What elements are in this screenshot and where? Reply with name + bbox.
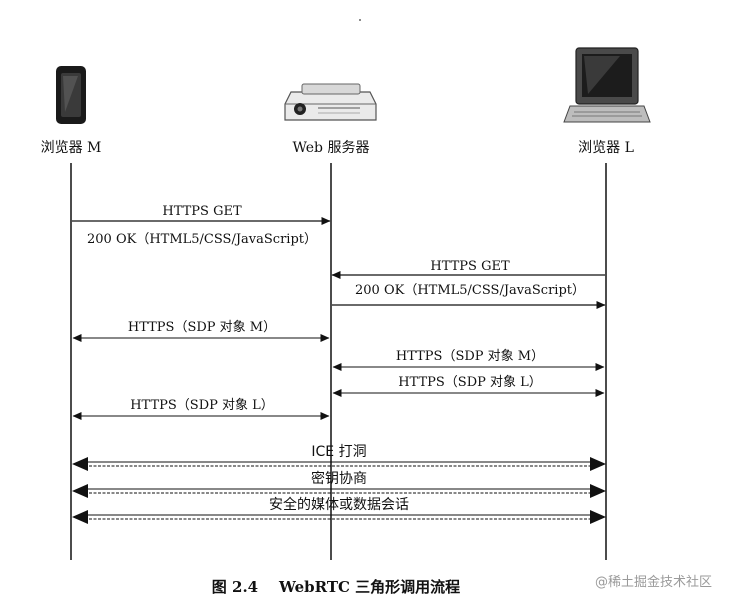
participant-label-web-server: Web 服务器: [293, 140, 370, 156]
server-icon: [284, 83, 377, 121]
double-arrow-ice: [72, 457, 606, 471]
figure-caption: 图 2.4 WebRTC 三角形调用流程: [212, 578, 460, 596]
message-label: HTTPS（SDP 对象 L）: [130, 398, 274, 413]
message-label: 200 OK（HTML5/CSS/JavaScript）: [87, 232, 317, 247]
watermark: @稀土掘金技术社区: [595, 574, 712, 590]
double-arrow-key-exchange: [72, 484, 606, 498]
message-label: HTTPS GET: [162, 204, 242, 219]
message-label: ICE 打洞: [311, 443, 366, 460]
participant-label-browser-m: 浏览器 M: [41, 140, 102, 156]
message-label: HTTPS GET: [430, 259, 510, 274]
laptop-icon: [563, 47, 651, 123]
message-label: 安全的媒体或数据会话: [269, 496, 409, 513]
message-label: HTTPS（SDP 对象 L）: [398, 375, 542, 390]
message-label: HTTPS（SDP 对象 M）: [396, 349, 544, 364]
phone-icon: [56, 66, 86, 124]
speck: [359, 19, 361, 21]
message-label: HTTPS（SDP 对象 M）: [128, 320, 276, 335]
double-arrow-secure-session: [72, 510, 606, 524]
participant-label-browser-l: 浏览器 L: [578, 140, 634, 156]
message-label: 200 OK（HTML5/CSS/JavaScript）: [355, 283, 585, 298]
message-label: 密钥协商: [311, 470, 367, 487]
